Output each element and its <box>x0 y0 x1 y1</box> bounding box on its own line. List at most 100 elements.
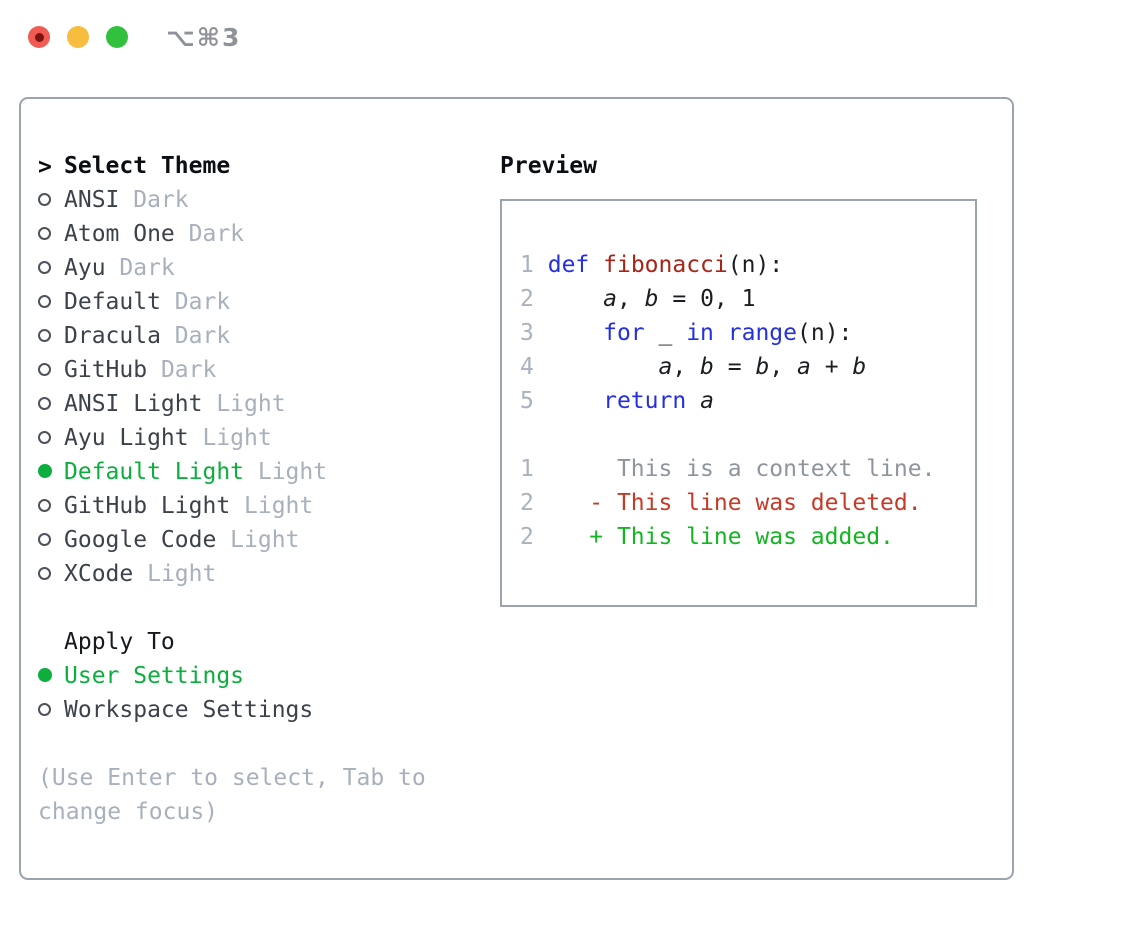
filled-dot-icon <box>38 464 52 478</box>
spacer <box>38 591 500 625</box>
radio-unselected-icon <box>38 218 64 252</box>
code-segment <box>714 320 728 346</box>
radio-unselected-icon <box>38 388 64 422</box>
theme-variant-tag: Dark <box>119 187 189 213</box>
theme-option-github-light[interactable]: GitHub Light Light <box>38 489 500 523</box>
option-label: ANSI Light <box>64 391 203 417</box>
filled-dot-icon <box>38 668 52 682</box>
code-segment-var: b <box>644 286 659 312</box>
code-line: 2 - This line was deleted. <box>520 486 975 520</box>
code-segment-kw: range <box>727 320 798 346</box>
code-line: 2 + This line was added. <box>520 520 975 554</box>
theme-variant-tag: Dark <box>160 323 231 349</box>
theme-option-ansi-light[interactable]: ANSI Light Light <box>38 387 500 421</box>
line-number: 3 <box>520 320 534 346</box>
radio-unselected-icon <box>38 558 64 592</box>
ring-icon <box>38 362 51 376</box>
code-segment <box>534 490 589 516</box>
code-segment <box>534 286 603 312</box>
code-line: 1 This is a context line. <box>520 452 975 486</box>
ring-icon <box>38 226 51 240</box>
ring-icon <box>38 294 51 308</box>
code-line: 5 return a <box>520 384 975 418</box>
code-segment: , <box>616 286 645 312</box>
radio-selected-icon <box>38 456 64 490</box>
code-segment: , <box>769 354 798 380</box>
option-label: Atom One <box>64 221 175 247</box>
line-number: 2 <box>520 524 534 550</box>
option-label: Workspace Settings <box>64 697 314 723</box>
code-segment-var: b <box>852 354 867 380</box>
select-theme-header: >Select Theme <box>38 149 500 183</box>
theme-option-ayu[interactable]: Ayu Dark <box>38 251 500 285</box>
code-segment: = <box>713 354 756 380</box>
theme-variant-tag: Dark <box>147 357 217 383</box>
code-segment: = 0, 1 <box>658 286 756 312</box>
ring-icon <box>38 702 51 716</box>
code-segment-var: b <box>700 354 714 380</box>
code-segment-var: a <box>797 354 811 380</box>
code-line: 4 a, b = b, a + b <box>520 350 975 384</box>
line-number: 1 <box>520 252 534 278</box>
theme-option-default[interactable]: Default Dark <box>38 285 500 319</box>
code-line: 1 def fibonacci(n): <box>520 248 975 282</box>
code-segment <box>589 252 603 278</box>
radio-unselected-icon <box>38 320 64 354</box>
code-segment-kw: def <box>547 252 590 278</box>
line-number: 2 <box>520 490 534 516</box>
zoom-button[interactable] <box>106 26 128 48</box>
option-label: Dracula <box>64 323 161 349</box>
option-label: XCode <box>64 561 134 587</box>
code-segment-kw: in <box>686 320 714 346</box>
radio-unselected-icon <box>38 286 64 320</box>
code-segment: (n): <box>727 252 784 278</box>
preview-title: Preview <box>500 153 597 179</box>
option-label: Google Code <box>64 527 217 553</box>
ring-icon <box>38 566 51 580</box>
keyboard-shortcut-label: ⌥⌘3 <box>166 23 242 52</box>
minimize-button[interactable] <box>67 26 89 48</box>
radio-unselected-icon <box>38 184 64 218</box>
theme-option-dracula[interactable]: Dracula Dark <box>38 319 500 353</box>
code-segment-del: - This line was deleted. <box>589 490 922 516</box>
theme-option-github[interactable]: GitHub Dark <box>38 353 500 387</box>
theme-option-default-light[interactable]: Default Light Light <box>38 455 500 489</box>
code-segment-var: a <box>658 354 673 380</box>
option-label: Ayu Light <box>64 425 189 451</box>
ring-icon <box>38 396 51 410</box>
theme-option-atom-one[interactable]: Atom One Dark <box>38 217 500 251</box>
theme-option-ayu-light[interactable]: Ayu Light Light <box>38 421 500 455</box>
theme-variant-tag: Dark <box>160 289 231 315</box>
radio-unselected-icon <box>38 252 64 286</box>
theme-variant-tag: Light <box>230 493 314 519</box>
code-segment-var: a <box>700 388 714 414</box>
apply-option-workspace-settings[interactable]: Workspace Settings <box>38 693 500 727</box>
ring-icon <box>38 328 51 342</box>
select-theme-header-label: Select Theme <box>64 153 231 179</box>
theme-variant-tag: Light <box>133 561 217 587</box>
spacer <box>38 727 500 761</box>
code-segment <box>534 252 548 278</box>
theme-option-google-code[interactable]: Google Code Light <box>38 523 500 557</box>
close-button[interactable] <box>28 26 50 48</box>
theme-option-ansi[interactable]: ANSI Dark <box>38 183 500 217</box>
help-text-line-2: change focus) <box>38 799 219 825</box>
code-segment <box>534 388 603 414</box>
theme-variant-tag: Dark <box>174 221 245 247</box>
line-number: 5 <box>520 388 534 414</box>
theme-variant-tag: Dark <box>105 255 175 281</box>
radio-selected-icon <box>38 660 64 694</box>
close-active-dot-icon <box>34 32 44 42</box>
apply-option-user-settings[interactable]: User Settings <box>38 659 500 693</box>
option-label: Ayu <box>64 255 106 281</box>
theme-option-xcode[interactable]: XCode Light <box>38 557 500 591</box>
preview-column: Preview 1 def fibonacci(n): 2 a, b = 0, 1… <box>500 99 1012 878</box>
ring-icon <box>38 532 51 546</box>
ring-icon <box>38 498 51 512</box>
radio-unselected-icon <box>38 524 64 558</box>
code-segment: + <box>810 354 853 380</box>
